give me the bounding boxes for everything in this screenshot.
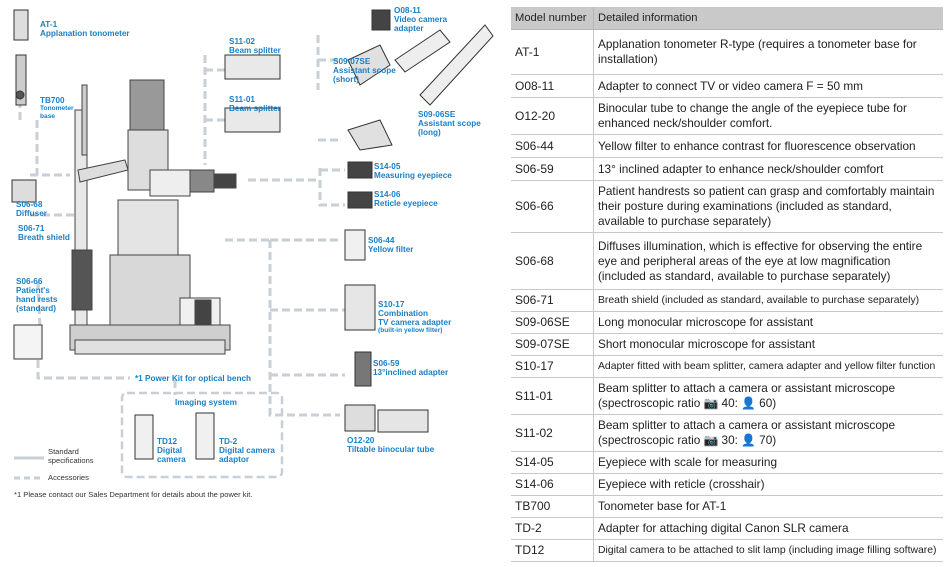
header-model-number: Model number [511,7,594,30]
info-cell: Beam splitter to attach a camera or assi… [593,414,943,452]
model-cell: S09-07SE [511,333,594,356]
info-cell: Adapter fitted with beam splitter, camer… [593,355,943,378]
info-cell: Beam splitter to attach a camera or assi… [593,377,943,415]
connector-lines [18,35,345,417]
info-cell: 13° inclined adapter to enhance neck/sho… [593,157,943,181]
table-header-row: Model number Detailed information [511,7,943,30]
info-cell: Yellow filter to enhance contrast for fl… [593,134,943,158]
info-cell: Long monocular microscope for assistant [593,311,943,334]
diagram-svg [11,9,494,480]
model-cell: O08-11 [511,74,594,98]
header-detailed-info: Detailed information [593,7,943,30]
model-cell: S14-06 [511,473,594,496]
info-cell: Patient handrests so patient can grasp a… [593,180,943,233]
model-cell: S10-17 [511,355,594,378]
info-cell: Breath shield (included as standard, ava… [593,289,943,312]
model-cell: S06-66 [511,180,594,233]
imaging-system-box [120,391,284,479]
model-cell: S06-59 [511,157,594,181]
model-cell: S11-02 [511,414,594,452]
model-cell: TB700 [511,495,594,518]
slit-lamp-illustration [69,79,237,355]
model-cell: S06-68 [511,232,594,290]
accessory-parts [11,9,494,460]
label-imaging-system: Imaging system [175,398,237,407]
info-cell: Binocular tube to change the angle of th… [593,97,943,135]
model-cell: AT-1 [511,29,594,75]
model-cell: S14-05 [511,451,594,474]
model-cell: TD12 [511,539,594,562]
footnote: *1 Please contact our Sales Department f… [14,490,253,499]
legend-accessories: Accessories [48,473,89,482]
info-cell: Diffuses illumination, which is effectiv… [593,232,943,290]
model-cell: O12-20 [511,97,594,135]
info-cell: Short monocular microscope for assistant [593,333,943,356]
info-cell: Adapter for attaching digital Canon SLR … [593,517,943,540]
model-cell: S09-06SE [511,311,594,334]
model-cell: TD-2 [511,517,594,540]
info-cell: Digital camera to be attached to slit la… [593,539,943,562]
info-cell: Adapter to connect TV or video camera F … [593,74,943,98]
model-cell: S06-44 [511,134,594,158]
model-cell: S06-71 [511,289,594,312]
info-cell: Eyepiece with scale for measuring [593,451,943,474]
info-cell: Tonometer base for AT-1 [593,495,943,518]
label-power-kit: *1 Power Kit for optical bench [135,374,252,383]
info-cell: Applanation tonometer R-type (requires a… [593,29,943,75]
model-cell: S11-01 [511,377,594,415]
info-cell: Eyepiece with reticle (crosshair) [593,473,943,496]
